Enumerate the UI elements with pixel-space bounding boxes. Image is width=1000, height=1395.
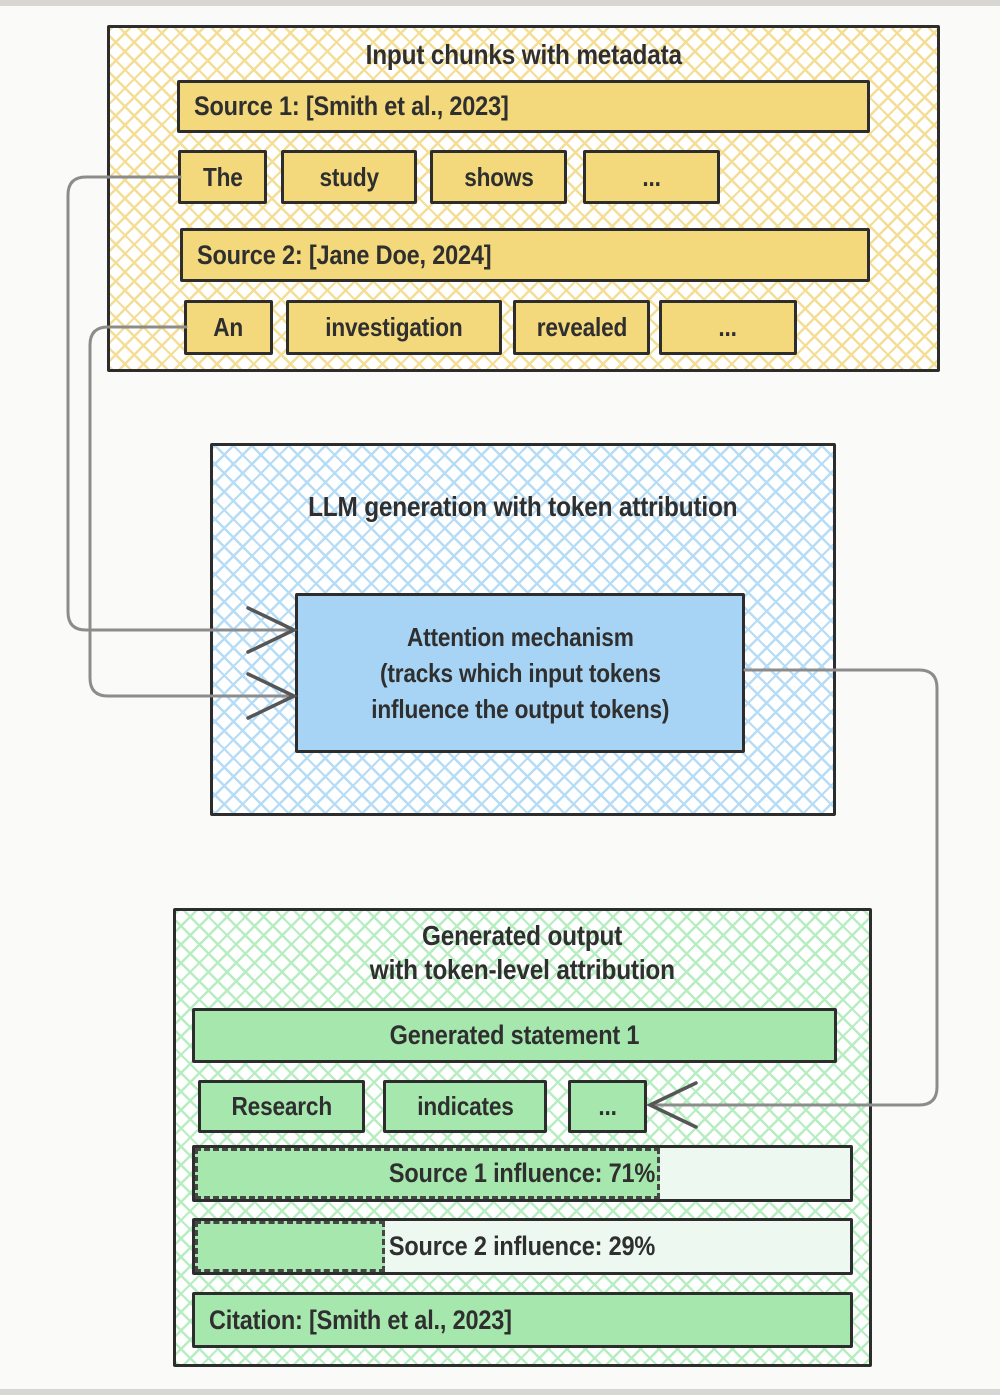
attention-box: Attention mechanism (tracks which input … (295, 593, 745, 753)
token-text: Research (231, 1091, 332, 1121)
llm-panel-title-text: LLM generation with token attribution (308, 491, 738, 522)
output-token-research: Research (198, 1080, 365, 1133)
generated-output-panel: Generated output with token-level attrib… (173, 908, 872, 1367)
source-1-influence-label: Source 1 influence: 71% (389, 1158, 656, 1188)
token-text: shows (463, 161, 534, 192)
citation-label: Citation: [Smith et al., 2023] (209, 1304, 512, 1335)
token-text: study (319, 161, 379, 192)
generated-statement-label: Generated statement 1 (389, 1020, 640, 1050)
input-chunks-panel: Input chunks with metadata Source 1: [Sm… (107, 25, 940, 372)
source-2-bar: Source 2: [Jane Doe, 2024] (180, 228, 870, 282)
output-title-line-2: with token-level attribution (369, 954, 676, 985)
attention-line-1: Attention mechanism (406, 622, 634, 652)
input-token-shows: shows (430, 150, 567, 204)
input-token-ellipsis-1: ... (583, 150, 720, 204)
source-1-bar: Source 1: [Smith et al., 2023] (177, 80, 870, 133)
output-token-ellipsis: ... (568, 1080, 647, 1133)
source-1-label: Source 1: [Smith et al., 2023] (194, 91, 509, 121)
source-2-label: Source 2: [Jane Doe, 2024] (197, 239, 492, 270)
token-text: An (213, 312, 244, 342)
input-token-ellipsis-2: ... (659, 300, 797, 355)
input-token-revealed: revealed (513, 300, 650, 355)
generated-statement-bar: Generated statement 1 (192, 1008, 837, 1063)
token-text: ... (642, 161, 661, 192)
input-token-study: study (281, 150, 417, 204)
source-2-influence-label: Source 2 influence: 29% (389, 1231, 656, 1261)
attention-line-3: influence the output tokens) (370, 694, 669, 724)
token-text: investigation (325, 312, 463, 342)
token-text: indicates (416, 1091, 514, 1121)
llm-generation-panel: LLM generation with token attribution At… (210, 443, 836, 816)
input-panel-title-text: Input chunks with metadata (365, 39, 682, 70)
llm-panel-title: LLM generation with token attribution (213, 490, 833, 524)
source-1-influence-fill (195, 1148, 661, 1199)
citation-bar: Citation: [Smith et al., 2023] (192, 1292, 853, 1348)
input-token-an: An (184, 300, 273, 355)
token-text: ... (598, 1091, 617, 1121)
output-title-line-1: Generated output (422, 920, 623, 951)
source-2-influence-bar: Source 2 influence: 29% (192, 1218, 853, 1275)
source-1-influence-bar: Source 1 influence: 71% (192, 1145, 853, 1202)
source-2-influence-fill (195, 1221, 385, 1272)
output-token-indicates: indicates (383, 1080, 547, 1133)
page-edge-bottom (0, 1389, 1000, 1395)
token-text: revealed (536, 312, 627, 342)
input-token-investigation: investigation (286, 300, 502, 355)
output-panel-title: Generated output with token-level attrib… (176, 919, 869, 987)
input-panel-title: Input chunks with metadata (110, 38, 937, 72)
attention-line-2: (tracks which input tokens (379, 658, 661, 688)
input-token-the: The (178, 150, 267, 204)
token-text: The (202, 161, 243, 192)
page-edge-top (0, 0, 1000, 6)
token-text: ... (718, 312, 738, 342)
